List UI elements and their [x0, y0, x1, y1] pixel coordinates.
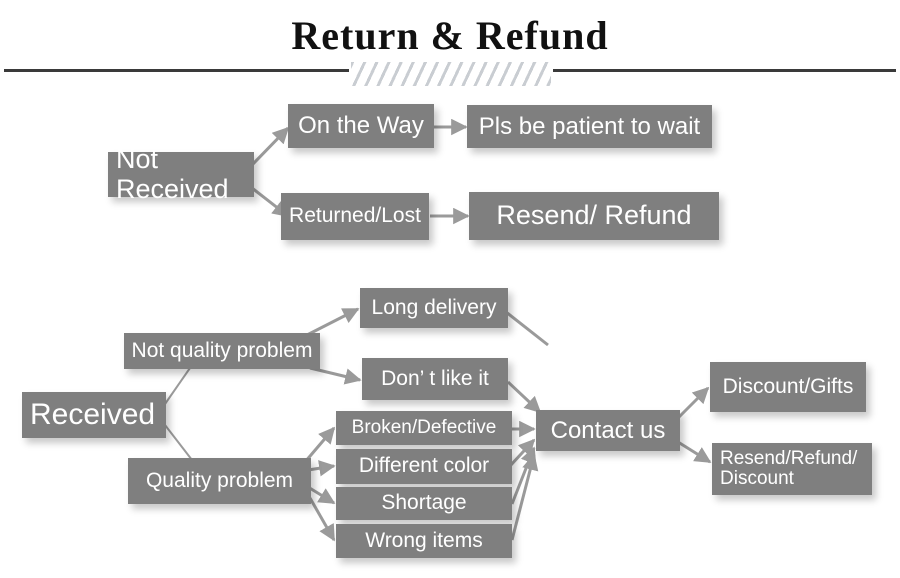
divider-rule-right: [553, 69, 896, 72]
node-not-quality-problem[interactable]: Not quality problem: [124, 333, 320, 369]
node-shortage[interactable]: Shortage: [336, 487, 512, 520]
node-different-color[interactable]: Different color: [336, 449, 512, 484]
divider-rule-left: [4, 69, 349, 72]
node-resend-refund-discount[interactable]: Resend/Refund/ Discount: [712, 443, 872, 495]
node-not-received[interactable]: Not Received: [108, 145, 254, 203]
node-quality-problem[interactable]: Quality problem: [128, 458, 311, 504]
node-contact-us[interactable]: Contact us: [536, 410, 680, 451]
title-divider: [0, 62, 900, 88]
node-long-delivery[interactable]: Long delivery: [360, 288, 508, 328]
page-title: Return & Refund: [291, 13, 609, 58]
node-resend-refund[interactable]: Resend/ Refund: [469, 192, 719, 240]
node-received[interactable]: Received: [22, 392, 166, 438]
node-returned-lost[interactable]: Returned/Lost: [281, 193, 429, 240]
node-discount-gifts[interactable]: Discount/Gifts: [710, 362, 866, 412]
node-wrong-items[interactable]: Wrong items: [336, 524, 512, 558]
page-header: Return & Refund: [0, 0, 900, 92]
node-broken-defective[interactable]: Broken/Defective: [336, 411, 512, 445]
hatched-stripes-divider-icon: [351, 62, 551, 86]
node-dont-like-it[interactable]: Don’ t like it: [362, 358, 508, 400]
node-on-the-way[interactable]: On the Way: [288, 104, 434, 148]
node-pls-be-patient-to-wait[interactable]: Pls be patient to wait: [467, 105, 712, 148]
